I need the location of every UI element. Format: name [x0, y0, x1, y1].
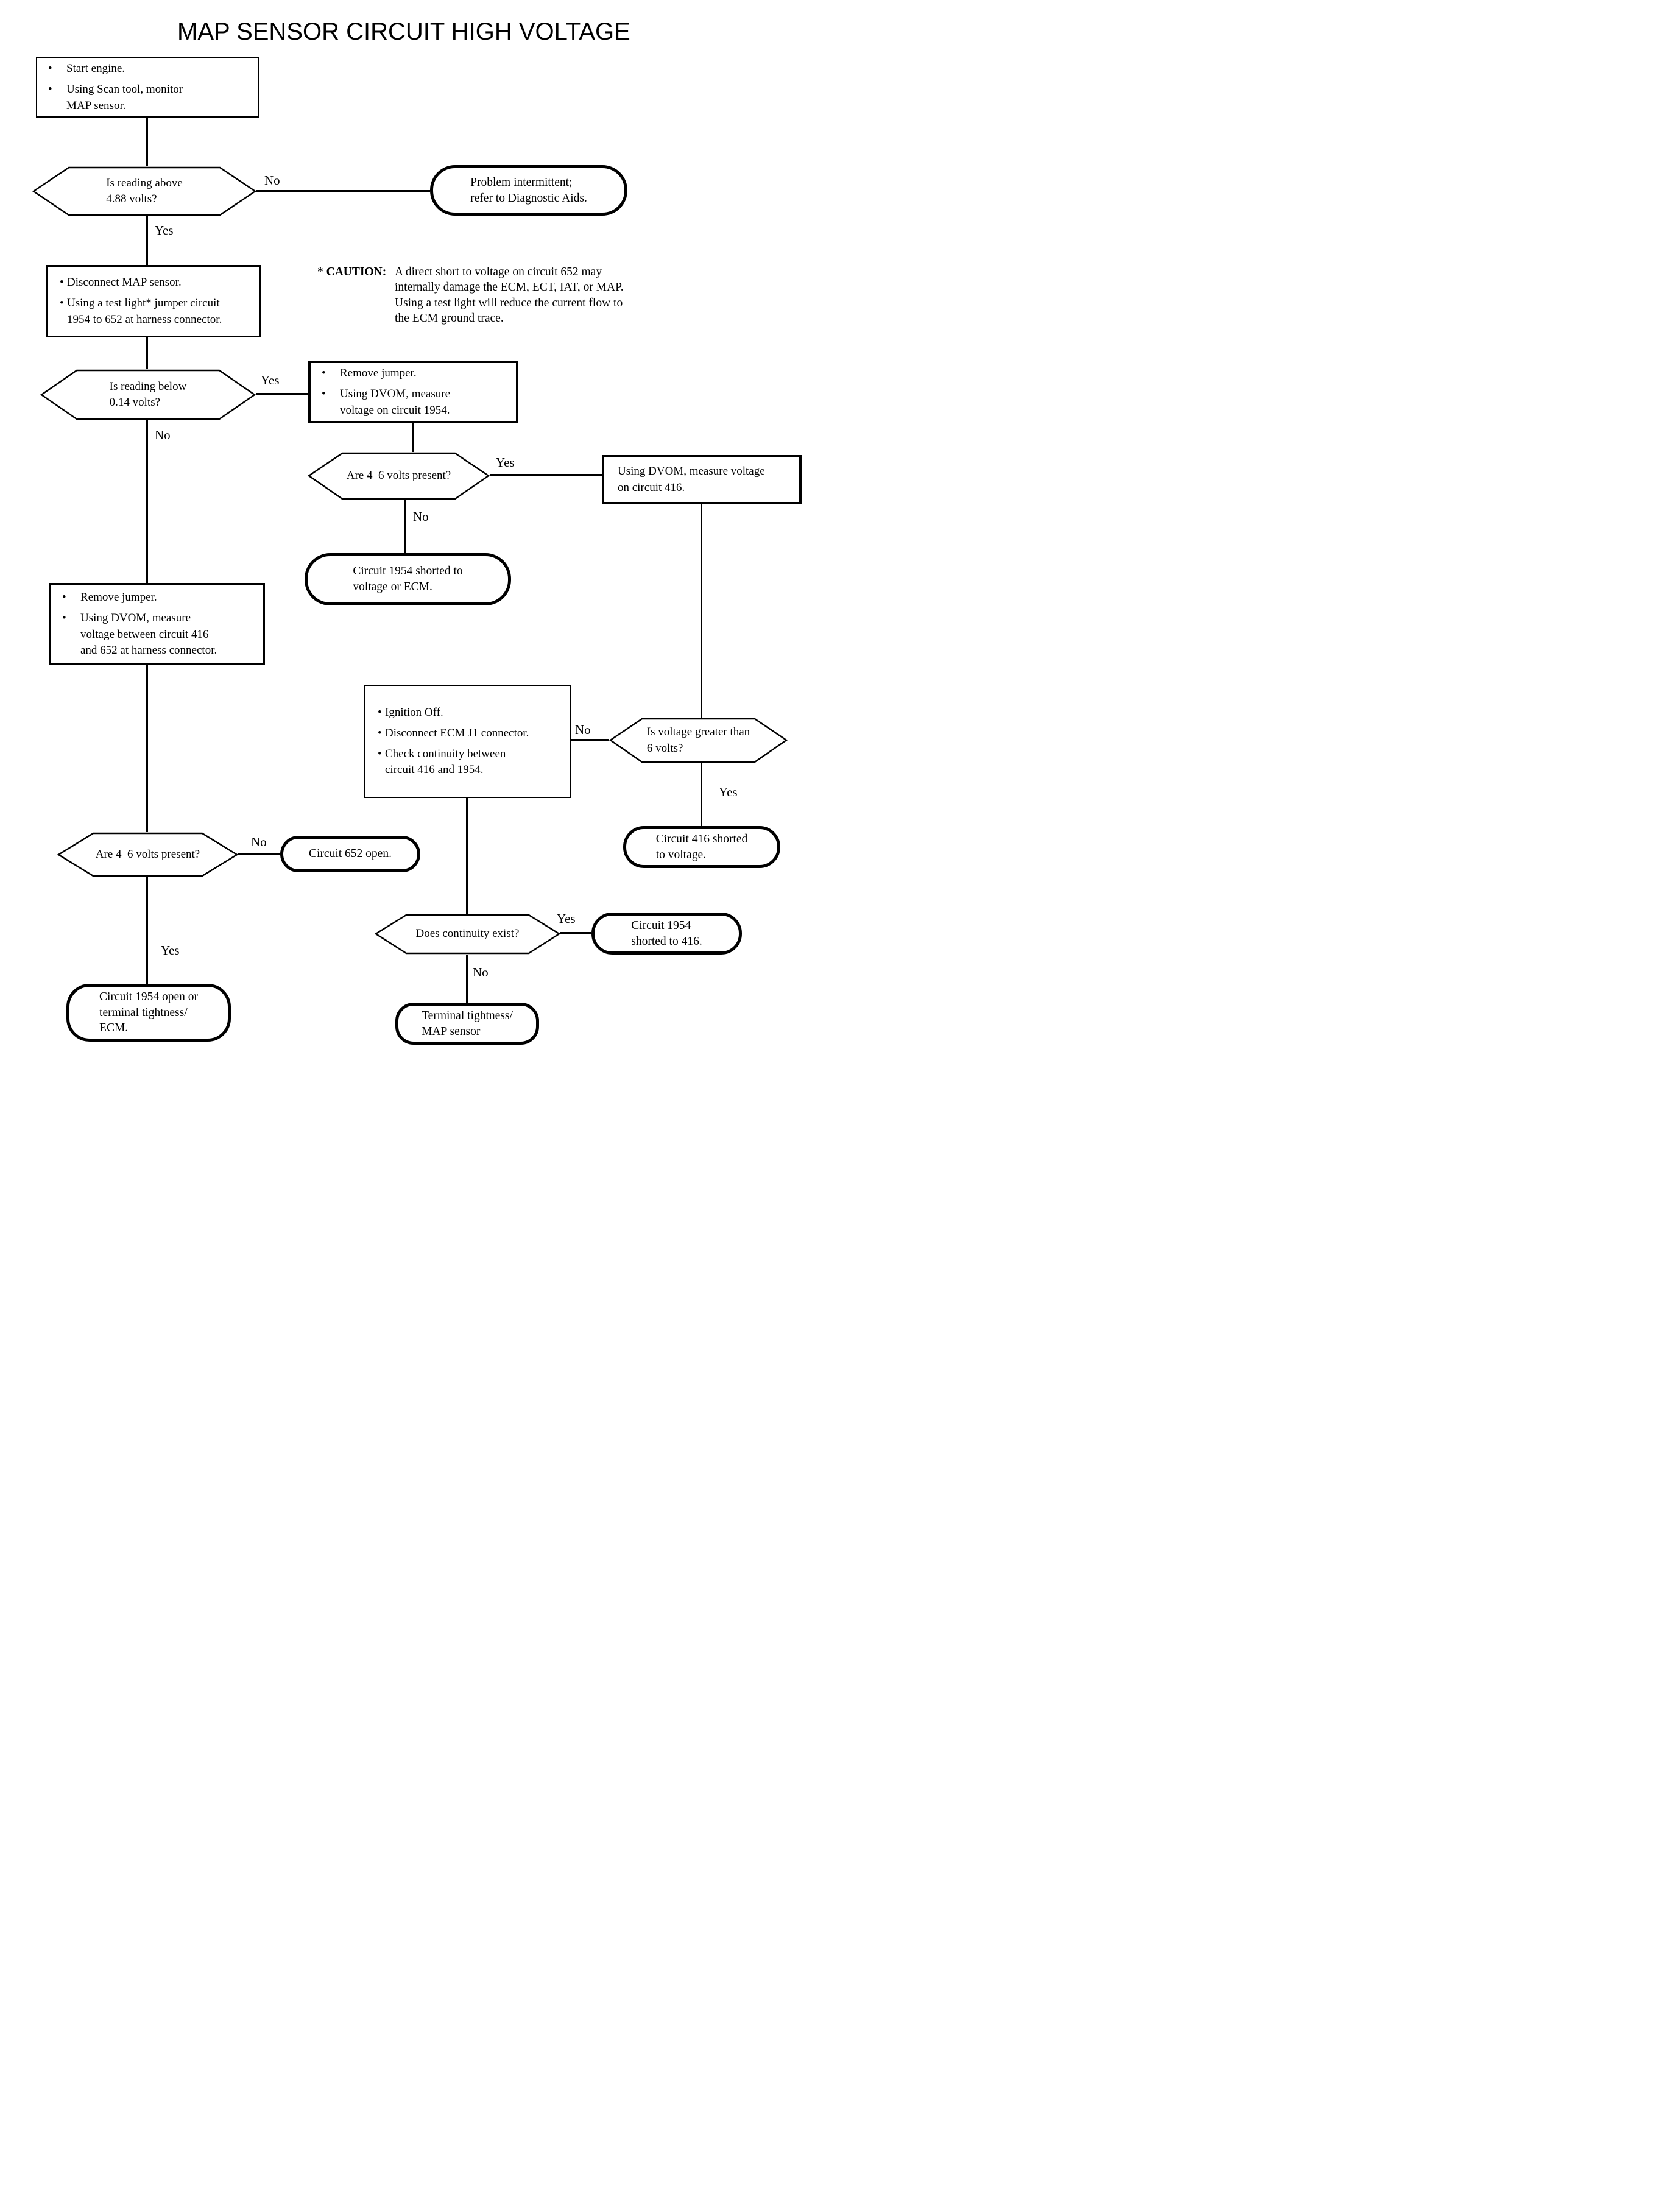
- bullet-icon: •: [48, 62, 52, 76]
- connector-line: [146, 665, 148, 832]
- terminal-circuit-1954-shorted-416: Circuit 1954 shorted to 416.: [591, 913, 742, 955]
- terminal-tightness-map-sensor: Terminal tightness/ MAP sensor: [395, 1003, 539, 1045]
- edge-label-no: No: [413, 509, 429, 524]
- terminal-circuit-1954-shorted-voltage-ecm: Circuit 1954 shorted to voltage or ECM.: [305, 553, 511, 605]
- decision-4-6-volts-present-1: Are 4–6 volts present?: [308, 452, 490, 500]
- terminal-circuit-416-shorted: Circuit 416 shorted to voltage.: [623, 826, 780, 868]
- bullet-icon: •: [322, 387, 326, 401]
- bullet-icon: •: [60, 297, 64, 310]
- edge-label-no: No: [155, 428, 171, 442]
- caution-note: * CAUTION: A direct short to voltage on …: [317, 264, 675, 326]
- terminal-circuit-652-open: Circuit 652 open.: [280, 836, 420, 872]
- terminal-circuit-1954-open: Circuit 1954 open or terminal tightness/…: [66, 984, 231, 1042]
- bullet-icon: •: [378, 747, 382, 760]
- edge-label-no: No: [251, 835, 267, 849]
- connector-line: [490, 474, 602, 476]
- decision-4-6-volts-present-2: Are 4–6 volts present?: [57, 832, 238, 877]
- connector-line: [238, 853, 280, 855]
- connector-line: [701, 504, 702, 718]
- decision-continuity-exist: Does continuity exist?: [375, 914, 560, 955]
- bullet-icon: •: [322, 367, 326, 380]
- bullet-icon: •: [48, 83, 52, 96]
- connector-line: [701, 763, 702, 826]
- edge-label-no: No: [264, 173, 280, 188]
- bullet-icon: •: [62, 612, 66, 625]
- disconnect-map-sensor-box: •Disconnect MAP sensor. •Using a test li…: [46, 265, 261, 337]
- edge-label-yes: Yes: [557, 911, 576, 926]
- decision-reading-below-014: Is reading below 0.14 volts?: [40, 369, 256, 420]
- flowchart-page: MAP SENSOR CIRCUIT HIGH VOLTAGE No Yes Y…: [0, 0, 840, 1105]
- edge-label-yes: Yes: [719, 785, 738, 799]
- connector-line: [146, 216, 148, 265]
- connector-line: [571, 739, 609, 741]
- connector-line: [146, 118, 148, 166]
- bullet-icon: •: [378, 705, 382, 719]
- bullet-icon: •: [60, 276, 64, 289]
- ignition-off-box: •Ignition Off. •Disconnect ECM J1 connec…: [364, 685, 571, 798]
- connector-line: [560, 932, 591, 934]
- start-box: •Start engine. •Using Scan tool, monitor…: [36, 57, 259, 118]
- bullet-icon: •: [378, 726, 382, 740]
- remove-jumper-measure-416-652-box: •Remove jumper. •Using DVOM, measure vol…: [49, 583, 265, 665]
- edge-label-yes: Yes: [261, 373, 280, 387]
- edge-label-no: No: [473, 965, 489, 980]
- edge-label-no: No: [575, 722, 591, 737]
- connector-line: [256, 190, 430, 192]
- decision-voltage-greater-6: Is voltage greater than 6 volts?: [609, 718, 788, 763]
- edge-label-yes: Yes: [155, 223, 174, 238]
- connector-line: [466, 798, 468, 914]
- connector-line: [412, 423, 414, 452]
- connector-line: [404, 500, 406, 553]
- connector-line: [466, 955, 468, 1003]
- page-title: MAP SENSOR CIRCUIT HIGH VOLTAGE: [177, 18, 630, 45]
- edge-label-yes: Yes: [496, 455, 515, 470]
- connector-line: [146, 420, 148, 583]
- caution-text: A direct short to voltage on circuit 652…: [395, 266, 624, 325]
- bullet-icon: •: [62, 591, 66, 604]
- terminal-problem-intermittent: Problem intermittent; refer to Diagnosti…: [430, 165, 627, 216]
- edge-label-yes: Yes: [161, 943, 180, 958]
- connector-line: [256, 393, 308, 395]
- remove-jumper-measure-1954-box: •Remove jumper. •Using DVOM, measure vol…: [308, 361, 518, 423]
- connector-line: [146, 877, 148, 984]
- connector-line: [146, 337, 148, 369]
- decision-reading-above-488: Is reading above 4.88 volts?: [32, 166, 256, 216]
- caution-label: * CAUTION:: [317, 266, 387, 278]
- measure-416-box: Using DVOM, measure voltage on circuit 4…: [602, 455, 802, 504]
